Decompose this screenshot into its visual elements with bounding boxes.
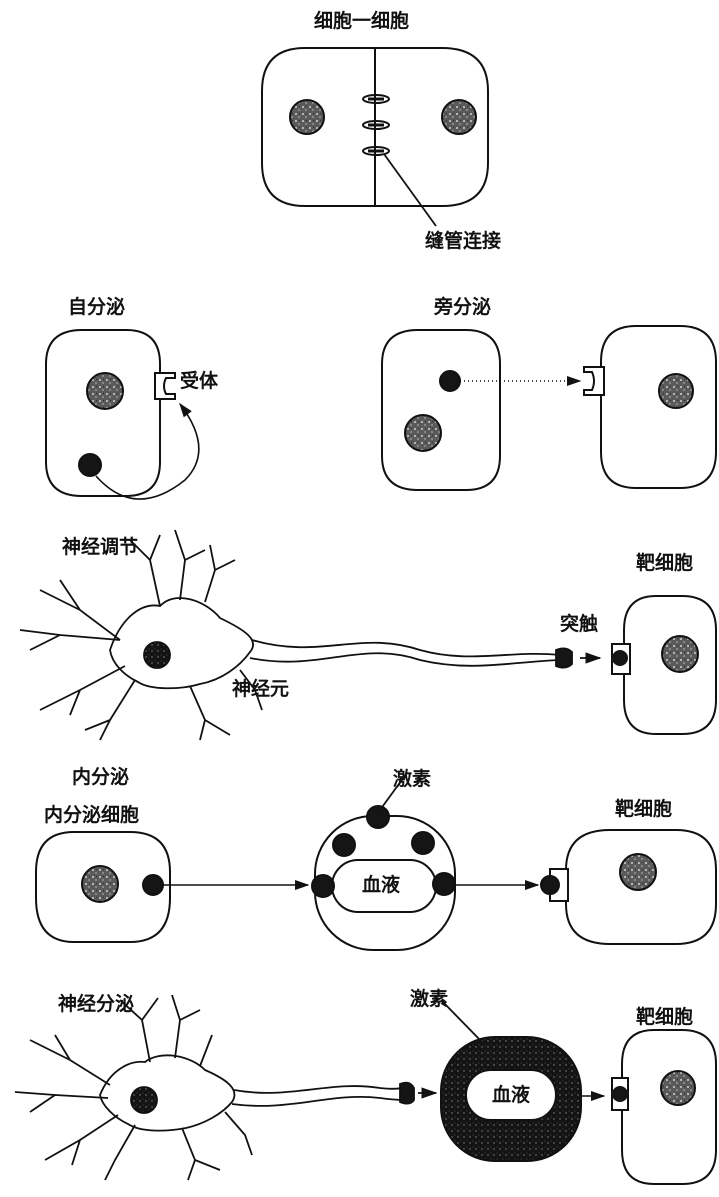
endocrine-nucleus <box>82 866 118 902</box>
bound-ligand <box>541 876 559 894</box>
autocrine-arrow <box>96 404 199 499</box>
target-cell-label-3: 靶细胞 <box>636 1008 693 1027</box>
autocrine-nucleus <box>87 373 123 409</box>
receptor <box>155 373 175 399</box>
neural-title: 神经调节 <box>62 538 138 557</box>
axon <box>232 1097 404 1106</box>
autocrine-title: 自分泌 <box>68 298 125 317</box>
neuron-soma <box>100 1055 234 1130</box>
neuroendocrine-panel <box>15 995 716 1184</box>
hormone-molecule <box>433 873 455 895</box>
autocrine-panel <box>46 330 199 499</box>
signal-molecule <box>79 454 101 476</box>
endocrine-cell-label: 内分泌细胞 <box>44 806 139 825</box>
target-nucleus <box>620 854 656 890</box>
neuron-label: 神经元 <box>232 680 289 699</box>
autocrine-cell <box>46 330 160 496</box>
blood-label-1: 血液 <box>362 876 400 895</box>
neuron-nucleus <box>144 642 170 668</box>
dendrites <box>20 530 262 740</box>
hormone-molecule <box>367 806 389 828</box>
paracrine-source-cell <box>382 330 500 490</box>
target-cell-label-2: 靶细胞 <box>615 800 672 819</box>
neuron-soma <box>110 598 253 688</box>
axon-terminal <box>556 648 572 667</box>
gap-junction-pointer <box>384 154 436 226</box>
gap-junction-title: 细胞一细胞 <box>314 12 409 31</box>
receptor <box>584 367 604 395</box>
receptor-label: 受体 <box>180 372 218 391</box>
gap-junction-label: 缝管连接 <box>425 232 501 251</box>
axon <box>252 640 560 656</box>
right-nucleus <box>442 100 476 134</box>
target-nucleus <box>661 1071 695 1105</box>
blood-label-2: 血液 <box>492 1086 530 1105</box>
hormone-molecule <box>333 834 355 856</box>
paracrine-title: 旁分泌 <box>434 298 491 317</box>
hormone-label-1: 激素 <box>393 770 431 789</box>
paracrine-target-cell <box>601 326 716 488</box>
paracrine-panel <box>382 326 716 490</box>
bound-ligand <box>612 1086 628 1102</box>
axon <box>234 1086 404 1093</box>
neuroendocrine-title: 神经分泌 <box>58 995 134 1014</box>
synapse-label: 突触 <box>560 615 598 634</box>
hormone-molecule <box>412 832 434 854</box>
target-cell-label-1: 靶细胞 <box>636 554 693 573</box>
gap-junction-panel <box>262 48 488 226</box>
hormone-molecule <box>143 875 163 895</box>
left-nucleus <box>290 100 324 134</box>
endocrine-title: 内分泌 <box>72 768 129 787</box>
bound-ligand <box>612 650 628 666</box>
target-nucleus <box>659 374 693 408</box>
hormone-molecule <box>312 875 334 897</box>
axon-terminal <box>400 1083 414 1104</box>
neural-panel <box>20 530 716 740</box>
hormone-label-2: 激素 <box>410 990 448 1009</box>
endocrine-panel <box>36 777 716 950</box>
dendrites <box>15 995 252 1180</box>
neuroendocrine-target-cell <box>622 1030 716 1184</box>
neuron-nucleus <box>131 1087 157 1113</box>
paracrine-nucleus <box>405 415 441 451</box>
signal-molecule <box>440 371 460 391</box>
target-nucleus <box>662 636 698 672</box>
